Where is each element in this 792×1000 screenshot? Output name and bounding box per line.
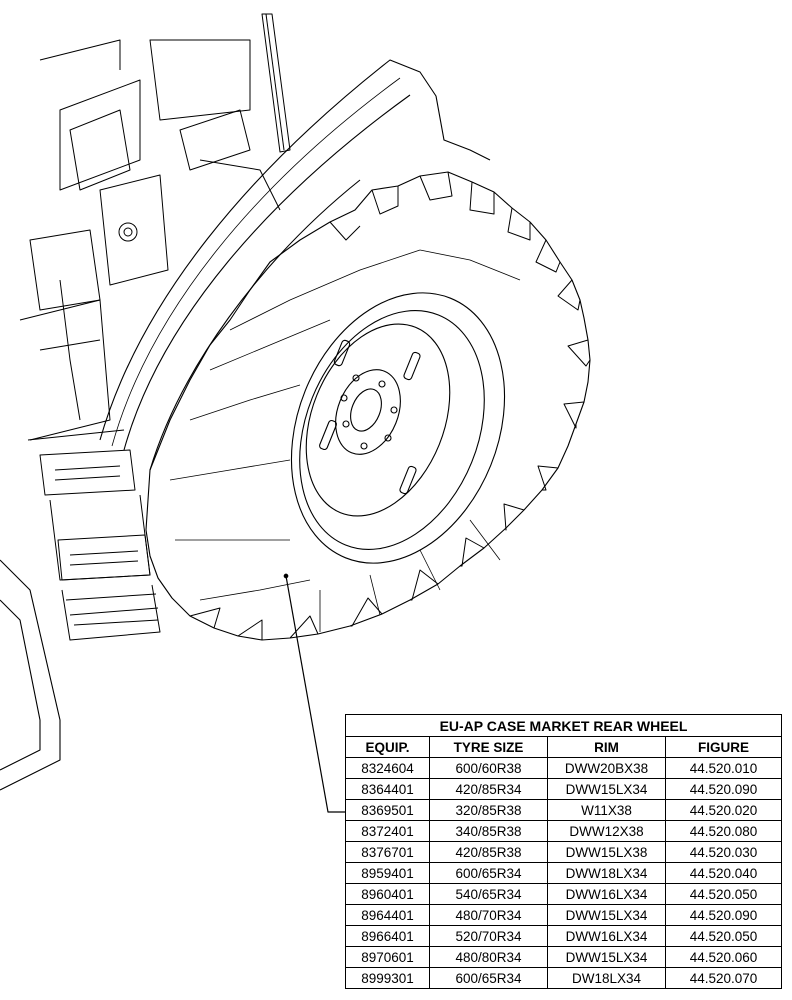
table-row: 8966401 520/70R34 DWW16LX34 44.520.050	[345, 925, 782, 947]
cell-equip: 8959401	[345, 862, 430, 884]
cell-rim: DWW20BX38	[547, 757, 666, 779]
header-figure: FIGURE	[665, 736, 782, 758]
cell-tyre-size: 480/70R34	[429, 904, 548, 926]
table-row: 8999301 600/65R34 DW18LX34 44.520.070	[345, 967, 782, 989]
table-header-row: EQUIP. TYRE SIZE RIM FIGURE	[345, 736, 782, 758]
cell-equip: 8960401	[345, 883, 430, 905]
header-rim: RIM	[547, 736, 666, 758]
cell-rim: DWW15LX38	[547, 841, 666, 863]
body-panel-inner	[0, 599, 41, 771]
cell-tyre-size: 600/60R38	[429, 757, 548, 779]
cell-equip: 8372401	[345, 820, 430, 842]
cell-tyre-size: 320/85R38	[429, 799, 548, 821]
cell-equip: 8376701	[345, 841, 430, 863]
cell-tyre-size: 600/65R34	[429, 862, 548, 884]
rim-disc	[305, 323, 451, 517]
cell-tyre-size: 540/65R34	[429, 883, 548, 905]
leader-line	[285, 575, 345, 813]
cell-rim: W11X38	[547, 799, 666, 821]
cell-rim: DWW16LX34	[547, 883, 666, 905]
fender-rib	[111, 77, 401, 447]
table-row: 8964401 480/70R34 DWW15LX34 44.520.090	[345, 904, 782, 926]
table-row: 8372401 340/85R38 DWW12X38 44.520.080	[345, 820, 782, 842]
cell-rim: DWW15LX34	[547, 946, 666, 968]
cell-tyre-size: 600/65R34	[429, 967, 548, 989]
body-panel	[0, 559, 61, 791]
cell-equip: 8966401	[345, 925, 430, 947]
wheel-hub	[335, 369, 401, 455]
cell-equip: 8324604	[345, 757, 430, 779]
cab-structure	[19, 13, 291, 441]
cell-equip: 8364401	[345, 778, 430, 800]
cell-equip: 8970601	[345, 946, 430, 968]
tyre-outer-tread	[145, 171, 591, 641]
cell-equip: 8999301	[345, 967, 430, 989]
cell-tyre-size: 420/85R38	[429, 841, 548, 863]
table-row: 8364401 420/85R34 DWW15LX34 44.520.090	[345, 778, 782, 800]
cell-rim: DWW15LX34	[547, 904, 666, 926]
cell-figure: 44.520.090	[665, 778, 782, 800]
table-row: 8960401 540/65R34 DWW16LX34 44.520.050	[345, 883, 782, 905]
table-row: 8376701 420/85R38 DWW15LX38 44.520.030	[345, 841, 782, 863]
rim-flange	[299, 310, 485, 550]
tyre-lugs	[189, 171, 591, 640]
cell-tyre-size: 480/80R34	[429, 946, 548, 968]
fender-edge	[149, 179, 361, 471]
cell-figure: 44.520.020	[665, 799, 782, 821]
table-row: 8324604 600/60R38 DWW20BX38 44.520.010	[345, 757, 782, 779]
cell-figure: 44.520.010	[665, 757, 782, 779]
cell-figure: 44.520.090	[665, 904, 782, 926]
cell-rim: DW18LX34	[547, 967, 666, 989]
table-row: 8959401 600/65R34 DWW18LX34 44.520.040	[345, 862, 782, 884]
access-steps	[39, 449, 161, 641]
table-row: 8970601 480/80R34 DWW15LX34 44.520.060	[345, 946, 782, 968]
cell-equip: 8964401	[345, 904, 430, 926]
cell-rim: DWW12X38	[547, 820, 666, 842]
wheel-bolts	[340, 374, 398, 450]
cell-tyre-size: 520/70R34	[429, 925, 548, 947]
cell-figure: 44.520.040	[665, 862, 782, 884]
rim-outer	[290, 292, 506, 564]
tyre-tread-bars	[169, 249, 521, 632]
cell-equip: 8369501	[345, 799, 430, 821]
cell-figure: 44.520.080	[665, 820, 782, 842]
cell-rim: DWW18LX34	[547, 862, 666, 884]
cell-figure: 44.520.030	[665, 841, 782, 863]
header-equip: EQUIP.	[345, 736, 430, 758]
rear-wheel-spec-table: EU-AP CASE MARKET REAR WHEEL EQUIP. TYRE…	[345, 714, 782, 989]
fender-outer	[99, 59, 491, 441]
wheel-hub-center	[350, 388, 382, 432]
cell-rim: DWW15LX34	[547, 778, 666, 800]
cell-tyre-size: 340/85R38	[429, 820, 548, 842]
cell-figure: 44.520.050	[665, 883, 782, 905]
table-title: EU-AP CASE MARKET REAR WHEEL	[345, 714, 782, 737]
cell-rim: DWW16LX34	[547, 925, 666, 947]
table-row: 8369501 320/85R38 W11X38 44.520.020	[345, 799, 782, 821]
cell-figure: 44.520.050	[665, 925, 782, 947]
rim-slots	[319, 339, 421, 495]
fender-inner	[123, 94, 411, 451]
cell-figure: 44.520.070	[665, 967, 782, 989]
cell-tyre-size: 420/85R34	[429, 778, 548, 800]
header-tyre-size: TYRE SIZE	[429, 736, 548, 758]
cell-figure: 44.520.060	[665, 946, 782, 968]
leader-point	[283, 573, 289, 579]
